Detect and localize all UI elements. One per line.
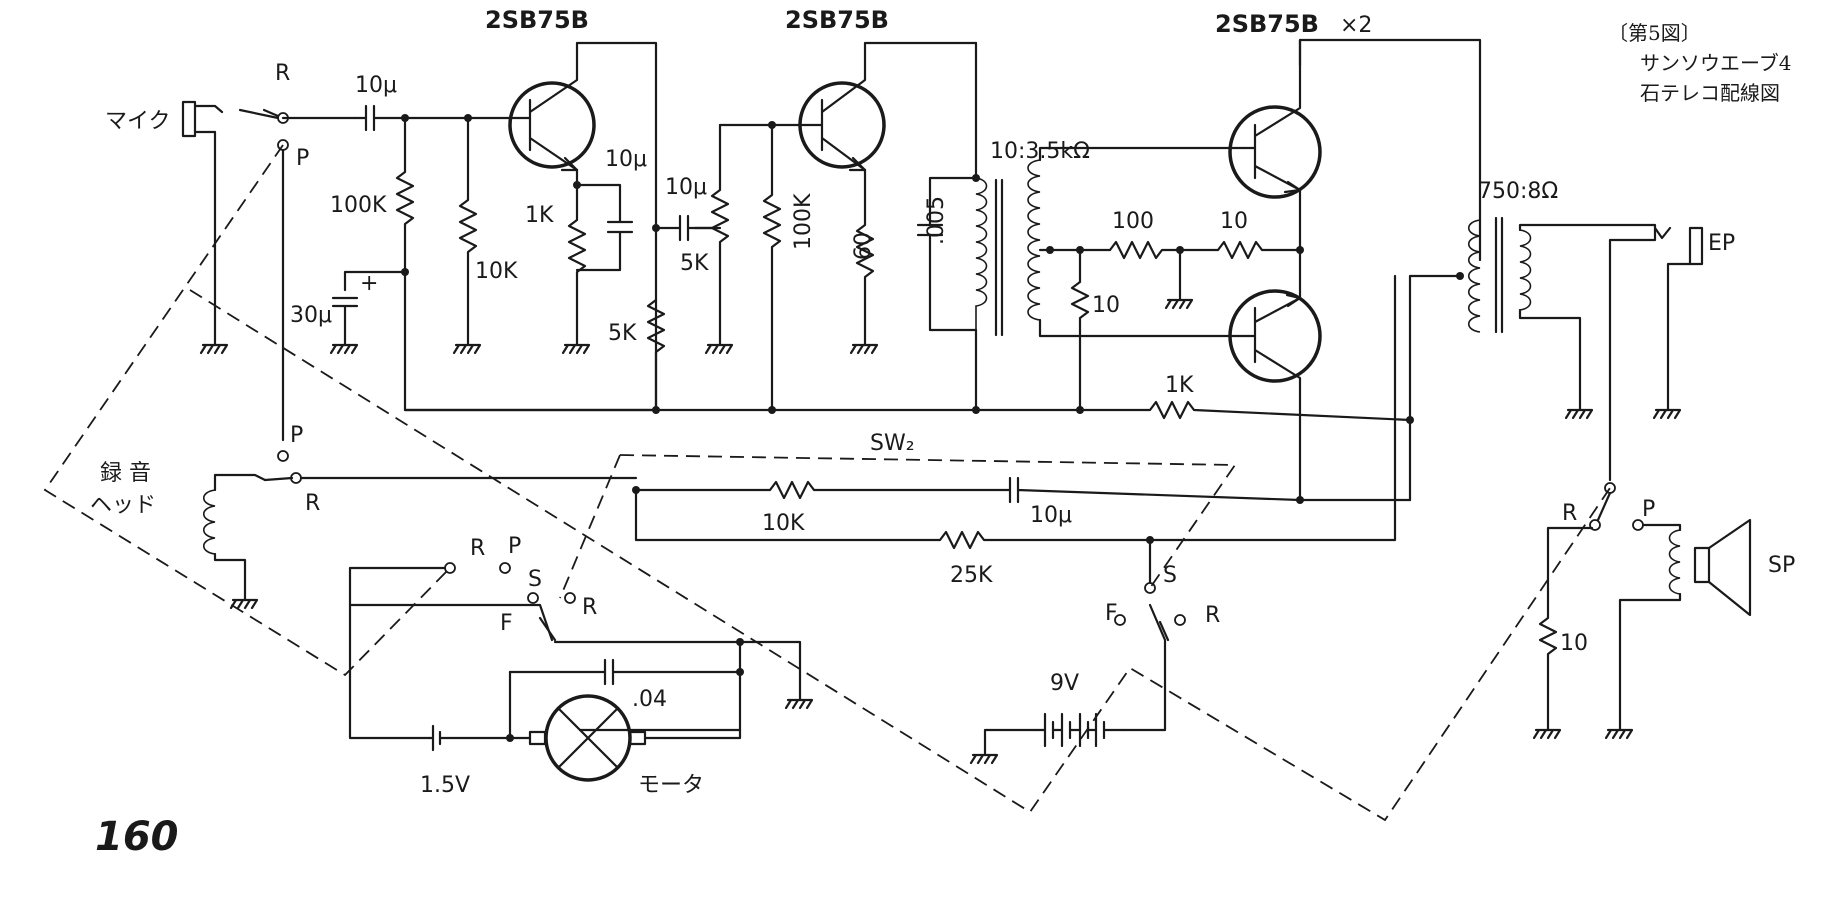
switch-contact	[444, 562, 456, 574]
r-emit2-label: 60	[851, 232, 876, 260]
ep-label: EP	[1708, 231, 1735, 256]
q2-label: 2SB75B	[785, 6, 889, 34]
c-in-label: 10μ	[355, 73, 397, 98]
m-switch-s: S	[528, 567, 542, 592]
switch-contact	[1604, 482, 1616, 494]
q1-label: 2SB75B	[485, 6, 589, 34]
ground-symbol	[1164, 298, 1194, 310]
sp-switch-p: P	[1642, 497, 1655, 522]
c-couple-label: 10μ	[665, 175, 707, 200]
b-switch-s: S	[1163, 563, 1177, 588]
vol-label: 5K	[680, 251, 709, 276]
c-emit1-label: 10μ	[605, 147, 647, 172]
switch-label-r: R	[275, 61, 290, 86]
transistor-q2	[798, 41, 978, 172]
battery-9v	[1033, 712, 1127, 748]
m-switch-f: F	[500, 611, 513, 636]
b-switch-f: F	[1105, 601, 1118, 626]
r-bias3-label: 10	[1092, 293, 1120, 318]
record-head-coil	[202, 473, 267, 602]
switch-contact	[564, 592, 576, 604]
ground-symbol	[1604, 728, 1634, 740]
microphone-symbol	[181, 100, 224, 138]
transistor-q4	[1228, 289, 1322, 502]
switch-linkage	[43, 144, 1611, 822]
m-switch-r: R	[470, 536, 485, 561]
ground-symbol	[969, 753, 999, 765]
ground-symbol	[199, 343, 229, 355]
switch-contact	[1174, 614, 1186, 626]
r-bias2-label: 10	[1220, 209, 1248, 234]
ground-symbol	[229, 598, 259, 610]
q3-label: 2SB75B	[1215, 10, 1319, 38]
cap-motor-label: .04	[632, 687, 667, 712]
page-number: 160	[95, 814, 179, 860]
ground-symbol	[1564, 408, 1594, 420]
r-100k-label: 100K	[330, 193, 387, 218]
switch-label-head-p: P	[290, 423, 303, 448]
tr-out-label: 750:8Ω	[1478, 179, 1558, 204]
switch-contact	[277, 450, 289, 462]
batt-main-label: 9V	[1050, 671, 1079, 696]
c-rec-label: 10μ	[1030, 503, 1072, 528]
speaker-symbol	[1618, 518, 1752, 732]
figure-caption: 〔第5図〕 サンソウエーブ4 石テレコ配線図	[1608, 21, 1792, 105]
r-bias1-label: 100	[1112, 209, 1154, 234]
ground-symbol	[561, 343, 591, 355]
ground-symbol	[784, 698, 814, 710]
c-30u-label: 30μ	[290, 303, 332, 328]
mic-label: マイク	[105, 109, 171, 134]
m-switch-r2: R	[582, 595, 597, 620]
q3-count: ×2	[1340, 13, 1372, 38]
motor-label: モータ	[638, 773, 704, 798]
r-base2-label: 100K	[791, 193, 816, 250]
switch-contact	[499, 562, 511, 574]
speaker-label: SP	[1768, 553, 1795, 578]
r-10k-label: 10K	[475, 259, 518, 284]
r-fb-label: 1K	[1165, 373, 1194, 398]
transistor-q1	[468, 41, 642, 172]
ground-symbol	[704, 343, 734, 355]
caption-line-1: サンソウエーブ4	[1640, 51, 1792, 75]
r-sp-label: 10	[1560, 631, 1588, 656]
transistor-q3	[1228, 63, 1322, 199]
motor-symbol	[508, 694, 742, 782]
ground-symbol	[1532, 728, 1562, 740]
r-dec-label: 5K	[608, 321, 637, 346]
head-switch-r: R	[305, 491, 320, 516]
sp-switch-r: R	[1562, 501, 1577, 526]
r-rec-label: 10K	[762, 511, 805, 536]
rec-head-label-2: ヘッド	[90, 493, 156, 518]
caption-line-2: 石テレコ配線図	[1640, 81, 1780, 105]
c-tr-label: .005	[924, 196, 949, 245]
figure-number: 〔第5図〕	[1608, 21, 1701, 45]
ground-symbol	[329, 343, 359, 355]
rec-head-label-1: 録 音	[100, 461, 151, 486]
m-switch-p: P	[508, 534, 521, 559]
ground-symbol	[1652, 408, 1682, 420]
ground-symbol	[452, 343, 482, 355]
plus-sign: +	[360, 271, 378, 296]
input-transformer	[975, 159, 1041, 337]
r-emit1-label: 1K	[525, 203, 554, 228]
r-osc-label: 25K	[950, 563, 993, 588]
switch-contact	[527, 592, 539, 604]
switch-label-p: P	[296, 146, 309, 171]
earphone-jack	[1653, 226, 1704, 412]
b-switch-r: R	[1205, 603, 1220, 628]
sw2-label: SW₂	[870, 431, 915, 456]
output-transformer	[1467, 216, 1532, 334]
switch-contact	[1114, 614, 1126, 626]
ground-symbol	[849, 343, 879, 355]
batt-motor-label: 1.5V	[420, 773, 470, 798]
